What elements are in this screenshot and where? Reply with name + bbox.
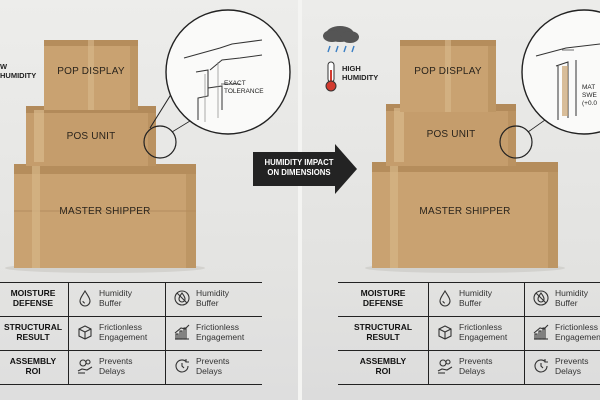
row-header: MOISTURE DEFENSE [10, 288, 56, 308]
pop-display-label-right: POP DISPLAY [414, 66, 482, 77]
droplet-icon [439, 289, 451, 307]
feature-cell: Prevents Delays [173, 356, 230, 376]
feature-cell: Humidity Buffer [532, 288, 588, 308]
row-header: STRUCTURAL RESULT [353, 322, 413, 342]
pos-unit-label-left: POS UNIT [66, 131, 116, 142]
box-stack-illustration-left [5, 9, 291, 273]
pos-unit-label-right: POS UNIT [426, 129, 476, 140]
feature-cell: Prevents Delays [532, 356, 589, 376]
droplet-icon [79, 289, 91, 307]
feature-label: Humidity Buffer [555, 288, 589, 308]
environment-label-right: HIGH HUMIDITY [342, 64, 379, 82]
comparison-grid-right: MOISTURE DEFENSE Humidity Buffer Humidity … [338, 282, 600, 385]
feature-label: Prevents Delays [99, 356, 133, 376]
rain-cloud-icon [323, 26, 359, 53]
feature-cell: Prevents Delays [76, 356, 133, 376]
box-stack-right: HIGH HUMIDITY MAT SWE (+0.0 POP DISPLAY … [300, 0, 600, 280]
exact-tolerance-label: EXACT TOLERANCE [224, 80, 264, 95]
grid-column-line [524, 282, 525, 384]
feature-label: Frictionless Engagement [459, 322, 508, 342]
grid-row-line [0, 350, 262, 351]
master-shipper-label-right: MASTER SHIPPER [419, 206, 511, 217]
grid-row-line [0, 316, 262, 317]
refresh-clock-icon [175, 359, 189, 373]
pop-display-box-right [400, 40, 496, 112]
no-humidity-icon [174, 290, 190, 306]
master-shipper-box-right [372, 162, 558, 268]
feature-label: Frictionless Engagement [99, 322, 148, 342]
humidity-impact-label: HUMIDITY IMPACT ON DIMENSIONS [264, 158, 334, 177]
pop-display-label-left: POP DISPLAY [57, 66, 125, 77]
box-stack-illustration-right [323, 9, 600, 273]
right-panel: HIGH HUMIDITY MAT SWE (+0.0 POP DISPLAY … [300, 0, 600, 400]
feature-label: Frictionless Engagement [555, 322, 600, 342]
no-humidity-icon [533, 290, 549, 306]
feature-label: Humidity Buffer [99, 288, 133, 308]
feature-cell: Frictionless Engagement [436, 322, 507, 342]
growth-chart-icon [533, 324, 549, 340]
grid-row-line [338, 384, 600, 385]
grid-column-line [68, 282, 69, 384]
feature-label: Prevents Delays [459, 356, 493, 376]
growth-chart-icon [174, 324, 190, 340]
feature-label: Prevents Delays [555, 356, 589, 376]
row-header: STRUCTURAL RESULT [3, 322, 63, 342]
row-header: ASSEMBLY ROI [9, 356, 57, 376]
box-stack-left: W HUMIDITY EXACT TOLERANCE POP DISPLAY P… [0, 0, 300, 280]
material-swell-label: MAT SWE (+0.0 [582, 84, 597, 107]
swell-callout-right [499, 9, 600, 159]
gears-hand-icon [437, 359, 453, 374]
panel-divider [298, 0, 302, 400]
feature-label: Prevents Delays [196, 356, 230, 376]
feature-label: Humidity Buffer [196, 288, 230, 308]
grid-row-line [338, 350, 600, 351]
grid-row-line [0, 282, 262, 283]
left-panel: W HUMIDITY EXACT TOLERANCE POP DISPLAY P… [0, 0, 300, 400]
gears-hand-icon [77, 359, 93, 374]
environment-label-left: W HUMIDITY [0, 62, 37, 80]
grid-column-line [428, 282, 429, 384]
feature-cell: Frictionless Engagement [532, 322, 600, 342]
refresh-clock-icon [534, 359, 548, 373]
feature-cell: Frictionless Engagement [76, 322, 147, 342]
feature-cell: Frictionless Engagement [173, 322, 244, 342]
feature-label: Frictionless Engagement [196, 322, 245, 342]
feature-cell: Prevents Delays [436, 356, 493, 376]
row-header: MOISTURE DEFENSE [360, 288, 406, 308]
cube-icon [78, 325, 92, 340]
comparison-grid-left: MOISTURE DEFENSE Humidity Buffer Humidity … [0, 282, 262, 385]
tolerance-callout-left [143, 9, 291, 159]
feature-cell: Humidity Buffer [436, 288, 492, 308]
grid-row-line [338, 282, 600, 283]
pop-display-box-left [44, 40, 138, 110]
feature-label: Humidity Buffer [459, 288, 493, 308]
grid-column-line [165, 282, 166, 384]
grid-row-line [338, 316, 600, 317]
humidity-impact-arrow [253, 144, 357, 194]
cube-icon [438, 325, 452, 340]
row-header: ASSEMBLY ROI [359, 356, 407, 376]
master-shipper-box-left [14, 164, 196, 268]
master-shipper-label-left: MASTER SHIPPER [59, 206, 151, 217]
grid-row-line [0, 384, 262, 385]
thermometer-icon [325, 61, 337, 92]
feature-cell: Humidity Buffer [76, 288, 132, 308]
feature-cell: Humidity Buffer [173, 288, 229, 308]
